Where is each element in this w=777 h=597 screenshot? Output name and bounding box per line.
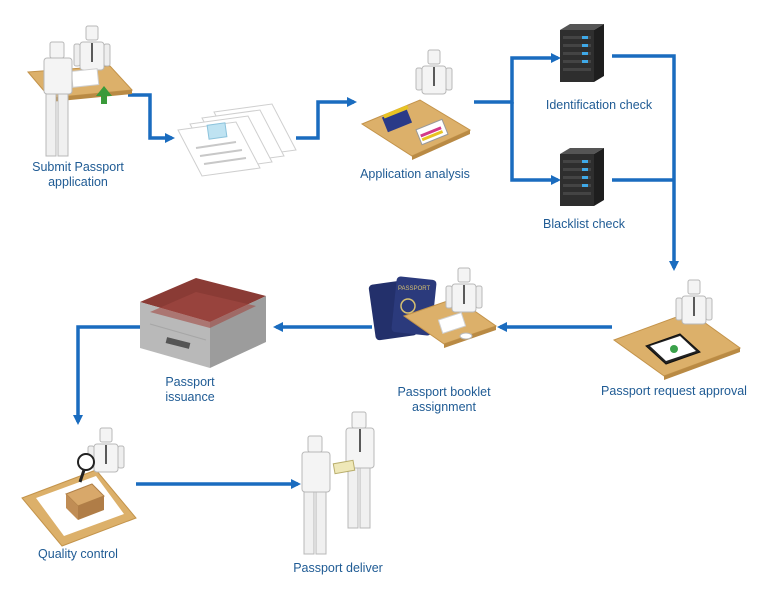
quality-control-illustration	[21, 427, 137, 547]
label-booklet-line2: assignment	[412, 400, 476, 414]
submit-application-illustration	[26, 25, 134, 157]
label-application-analysis: Application analysis	[360, 167, 470, 181]
label-submit-passport-application: Submit Passport application	[20, 160, 136, 190]
blacklist-server-icon	[560, 148, 604, 206]
label-quality-control: Quality control	[38, 547, 118, 561]
label-passport-issuance: Passport issuance	[150, 375, 230, 405]
flow-arrows	[73, 53, 679, 489]
application-analysis-illustration	[360, 49, 472, 160]
label-submit-line1: Submit Passport	[32, 160, 124, 174]
label-issuance-line1: Passport	[165, 375, 215, 389]
arrow-submit-to-documents	[128, 93, 175, 143]
arrow-identification-to-approval	[612, 54, 679, 271]
identification-server-icon	[560, 24, 604, 82]
label-passport-deliver: Passport deliver	[293, 561, 383, 575]
label-passport-booklet-assignment: Passport booklet assignment	[384, 385, 504, 415]
passport-cover-text: PASSPORT	[398, 286, 430, 292]
label-passport-request-approval: Passport request approval	[601, 384, 747, 398]
label-identification-check: Identification check	[545, 98, 653, 112]
label-submit-line2: application	[48, 175, 108, 189]
arrow-documents-to-analysis	[296, 97, 357, 140]
label-booklet-line1: Passport booklet	[397, 385, 491, 399]
arrow-issuance-to-quality	[73, 325, 140, 425]
passport-deliver-illustration	[301, 411, 375, 555]
passport-printer-icon	[140, 278, 266, 368]
application-documents-icon	[177, 103, 297, 177]
arrow-analysis-to-blacklist	[510, 102, 561, 185]
arrow-analysis-to-identification	[474, 53, 561, 104]
request-approval-illustration	[612, 279, 742, 380]
label-issuance-line2: issuance	[165, 390, 215, 404]
booklet-assignment-illustration: PASSPORT	[368, 267, 498, 348]
label-blacklist-check: Blacklist check	[543, 217, 625, 231]
